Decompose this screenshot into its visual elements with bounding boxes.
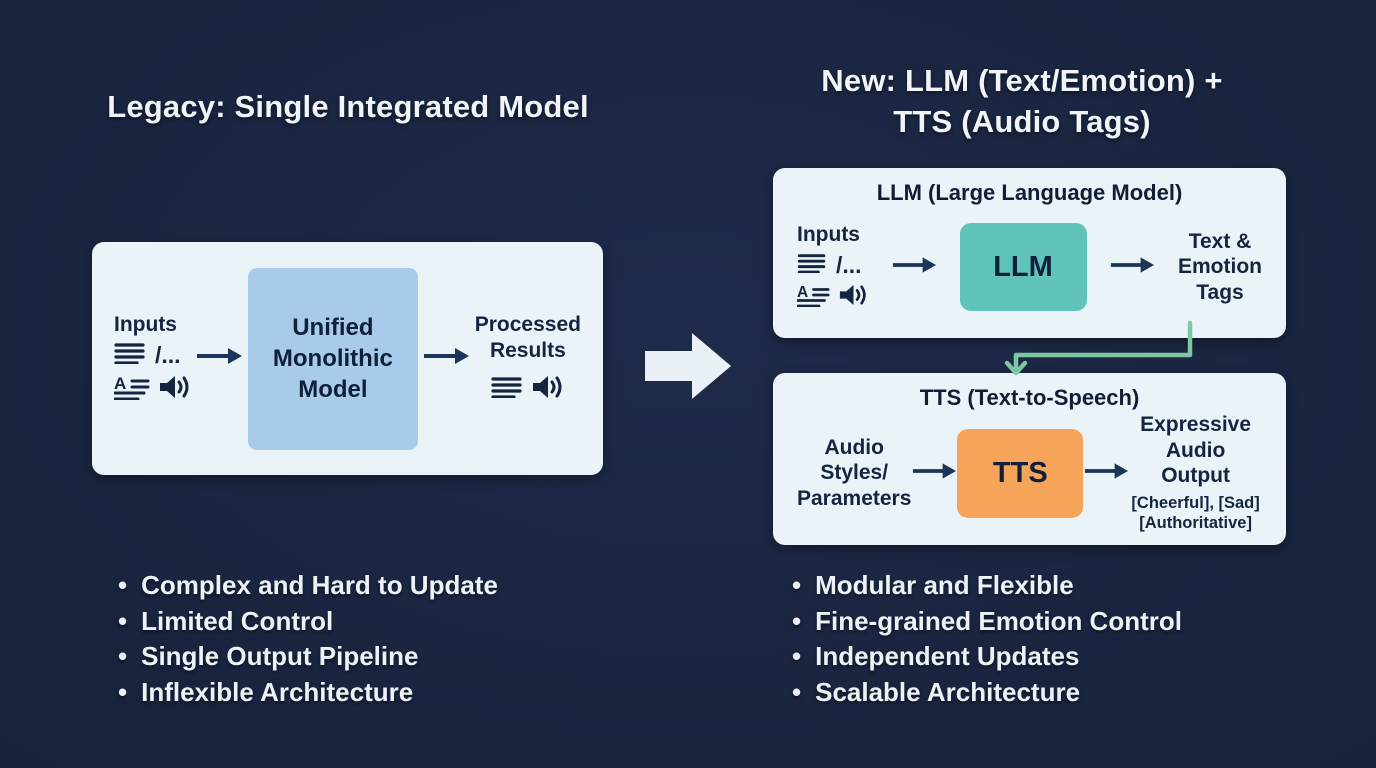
list-item: Single Output Pipeline (118, 639, 498, 675)
new-bullet-list: Modular and Flexible Fine-grained Emotio… (792, 568, 1182, 710)
legacy-title: Legacy: Single Integrated Model (107, 89, 589, 124)
text-lines-icon (797, 253, 827, 278)
font-style-icon: A (113, 374, 150, 405)
arrow-right-icon (1083, 461, 1129, 486)
transition-arrow-icon (642, 330, 734, 407)
list-item: Independent Updates (792, 639, 1182, 675)
tts-box: TTS (957, 428, 1084, 518)
llm-inputs-node: Inputs /... A (796, 222, 868, 312)
arrow-right-icon (891, 255, 937, 280)
list-item: Inflexible Architecture (118, 675, 498, 711)
legacy-panel: Inputs /... A (92, 242, 603, 475)
arrow-right-icon (911, 461, 957, 486)
emotion-tags-label: [Cheerful], [Sad] [Authoritative] (1131, 493, 1260, 533)
unified-model-box: Unified Monolithic Model (247, 267, 418, 450)
slash-dots-label: /... (155, 342, 181, 369)
tts-panel: TTS (Text-to-Speech) Audio Styles/ Param… (773, 373, 1286, 545)
speaker-icon (532, 374, 564, 405)
audio-styles-label: Audio Styles/ Parameters (797, 435, 912, 510)
arrow-right-icon (195, 346, 243, 371)
font-style-icon: A (796, 283, 830, 312)
arrow-right-icon (422, 346, 470, 371)
connector-arrow-icon (1000, 318, 1210, 387)
new-title: New: LLM (Text/Emotion) + TTS (Audio Tag… (821, 63, 1223, 139)
speaker-icon (159, 374, 191, 405)
legacy-bullet-list: Complex and Hard to Update Limited Contr… (118, 568, 498, 710)
legacy-output-node: Processed Results (475, 312, 581, 404)
svg-text:A: A (797, 284, 808, 301)
list-item: Fine-grained Emotion Control (792, 604, 1182, 640)
llm-panel: LLM (Large Language Model) Inputs /... (773, 168, 1286, 338)
tts-panel-header: TTS (Text-to-Speech) (919, 385, 1140, 410)
slash-dots-label: /... (836, 251, 862, 278)
speaker-icon (839, 283, 868, 312)
llm-box: LLM (959, 223, 1087, 311)
arrow-right-icon (1109, 255, 1155, 280)
list-item: Complex and Hard to Update (118, 568, 498, 604)
list-item: Scalable Architecture (792, 675, 1182, 711)
inputs-label: Inputs (114, 312, 177, 336)
list-item: Modular and Flexible (792, 568, 1182, 604)
svg-text:A: A (114, 374, 126, 393)
legacy-inputs-node: Inputs /... A (113, 312, 191, 406)
text-lines-icon (114, 342, 146, 369)
processed-results-label: Processed Results (474, 313, 581, 362)
expressive-output-label: Expressive Audio Output (1140, 412, 1252, 488)
list-item: Limited Control (118, 604, 498, 640)
llm-panel-header: LLM (Large Language Model) (876, 180, 1183, 205)
inputs-label: Inputs (797, 223, 860, 247)
text-lines-icon (491, 376, 523, 403)
tts-output-node: Expressive Audio Output [Cheerful], [Sad… (1129, 412, 1262, 534)
text-emotion-tags-label: Text & Emotion Tags (1178, 229, 1262, 304)
